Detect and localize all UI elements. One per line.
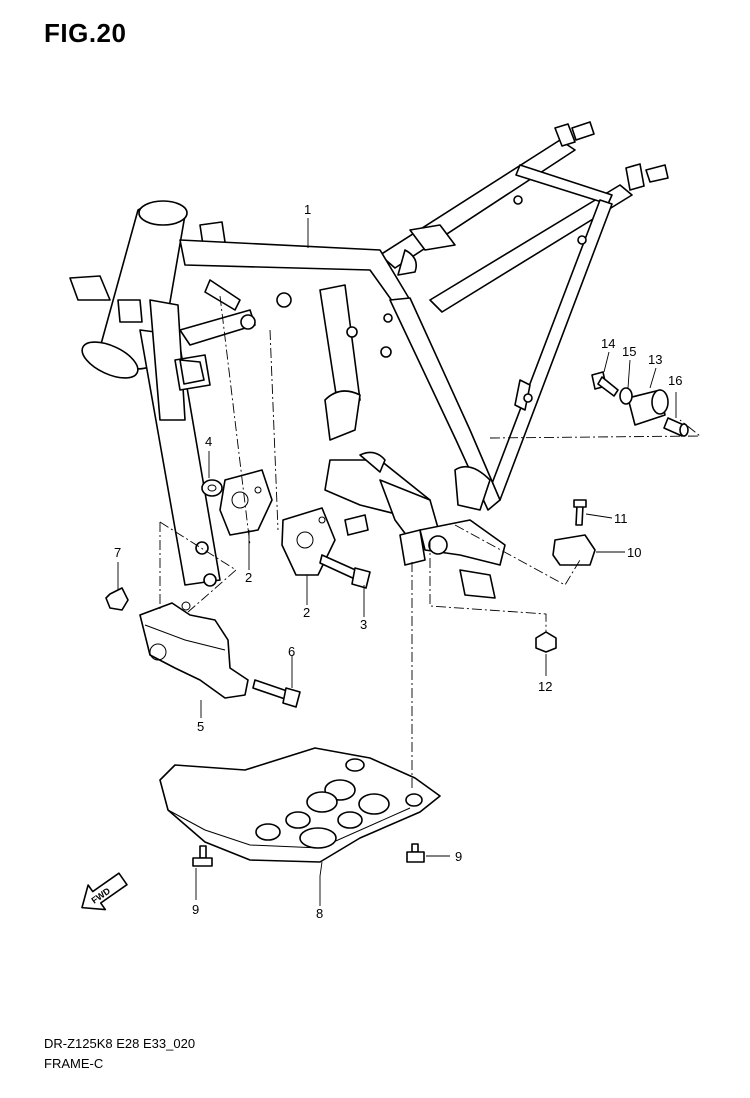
spacer-bolt[interactable] [591,371,619,397]
nut-7[interactable] [105,587,129,611]
cushion[interactable] [552,534,596,566]
nut-12[interactable] [535,631,557,653]
collar[interactable] [663,417,689,437]
washer[interactable] [619,387,633,405]
callout-12: 12 [538,679,552,694]
skid-plate-bolt-right[interactable] [406,843,425,863]
diagram-name: FRAME-C [44,1056,104,1071]
spacer[interactable] [627,389,669,426]
callout-9-right: 9 [455,849,462,864]
main-frame[interactable] [69,121,669,599]
engine-mount-bolt[interactable] [319,554,371,589]
forward-arrow-icon: FWD [81,872,128,911]
skid-plate[interactable] [159,747,441,863]
skid-plate-bolt-left[interactable] [192,845,213,867]
diagram-code: DR-Z125K8 E28 E33_020 [44,1036,196,1051]
callout-11: 11 [614,511,628,526]
callout-14: 14 [601,336,615,351]
callout-8: 8 [316,906,323,921]
callout-3: 3 [360,617,367,632]
engine-mount-bracket-left[interactable] [219,469,273,536]
callout-2-right: 2 [303,605,310,620]
leader-lines [117,218,677,906]
mount-collar[interactable] [201,479,223,497]
callout-1: 1 [304,202,311,217]
cushion-bolt[interactable] [573,499,587,526]
callout-9-left: 9 [192,902,199,917]
callout-16: 16 [668,373,682,388]
callout-6: 6 [288,644,295,659]
bracket-bolt[interactable] [252,679,301,708]
callout-7: 7 [114,545,121,560]
callout-4: 4 [205,434,212,449]
callout-5: 5 [197,719,204,734]
callout-10: 10 [627,545,641,560]
figure-title: FIG.20 [44,18,127,48]
callout-15: 15 [622,344,636,359]
callout-13: 13 [648,352,662,367]
front-engine-bracket[interactable] [139,601,249,699]
reference-lines [159,295,702,790]
callout-2-left: 2 [245,570,252,585]
